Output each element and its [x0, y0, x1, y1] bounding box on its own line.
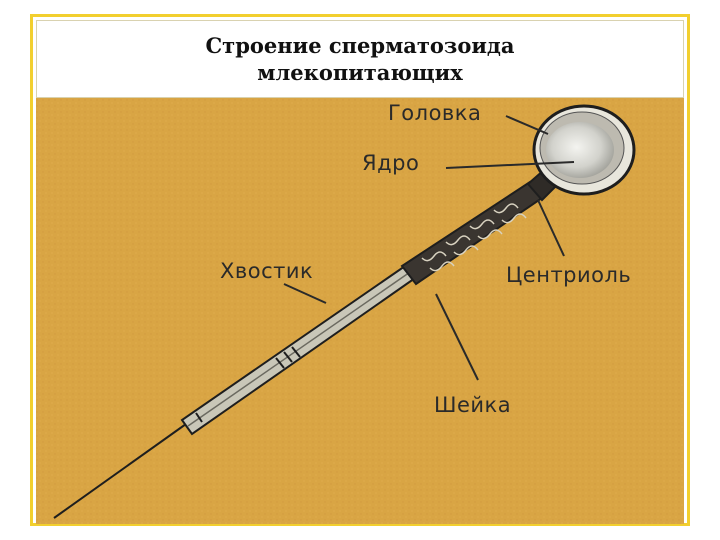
nucleus	[546, 122, 614, 178]
label-neck: Шейка	[434, 393, 511, 417]
sperm-diagram: Головка Ядро Хвостик Центриоль Шейка	[36, 98, 684, 524]
label-nucleus: Ядро	[362, 151, 419, 175]
label-head: Головка	[388, 101, 481, 125]
title-line-1: Строение сперматозоида	[205, 33, 515, 58]
tail-end	[53, 423, 187, 519]
leader-neck	[435, 293, 479, 381]
title-line-2: млекопитающих	[257, 60, 463, 85]
leader-centriole	[537, 199, 565, 257]
tail-ring	[195, 412, 203, 423]
leader-nucleus	[445, 161, 575, 169]
tail-markings	[275, 346, 301, 369]
tail-axial-filament	[187, 269, 414, 427]
middle-piece-pattern	[421, 203, 527, 272]
leader-head	[505, 115, 549, 135]
label-tail: Хвостик	[220, 259, 313, 283]
leader-lines	[283, 115, 575, 381]
leader-tail	[283, 283, 327, 304]
diagram-svg: Головка Ядро Хвостик Центриоль Шейка	[36, 98, 684, 524]
title-box: Строение сперматозоида млекопитающих	[36, 20, 684, 98]
label-centriole: Центриоль	[506, 263, 631, 287]
